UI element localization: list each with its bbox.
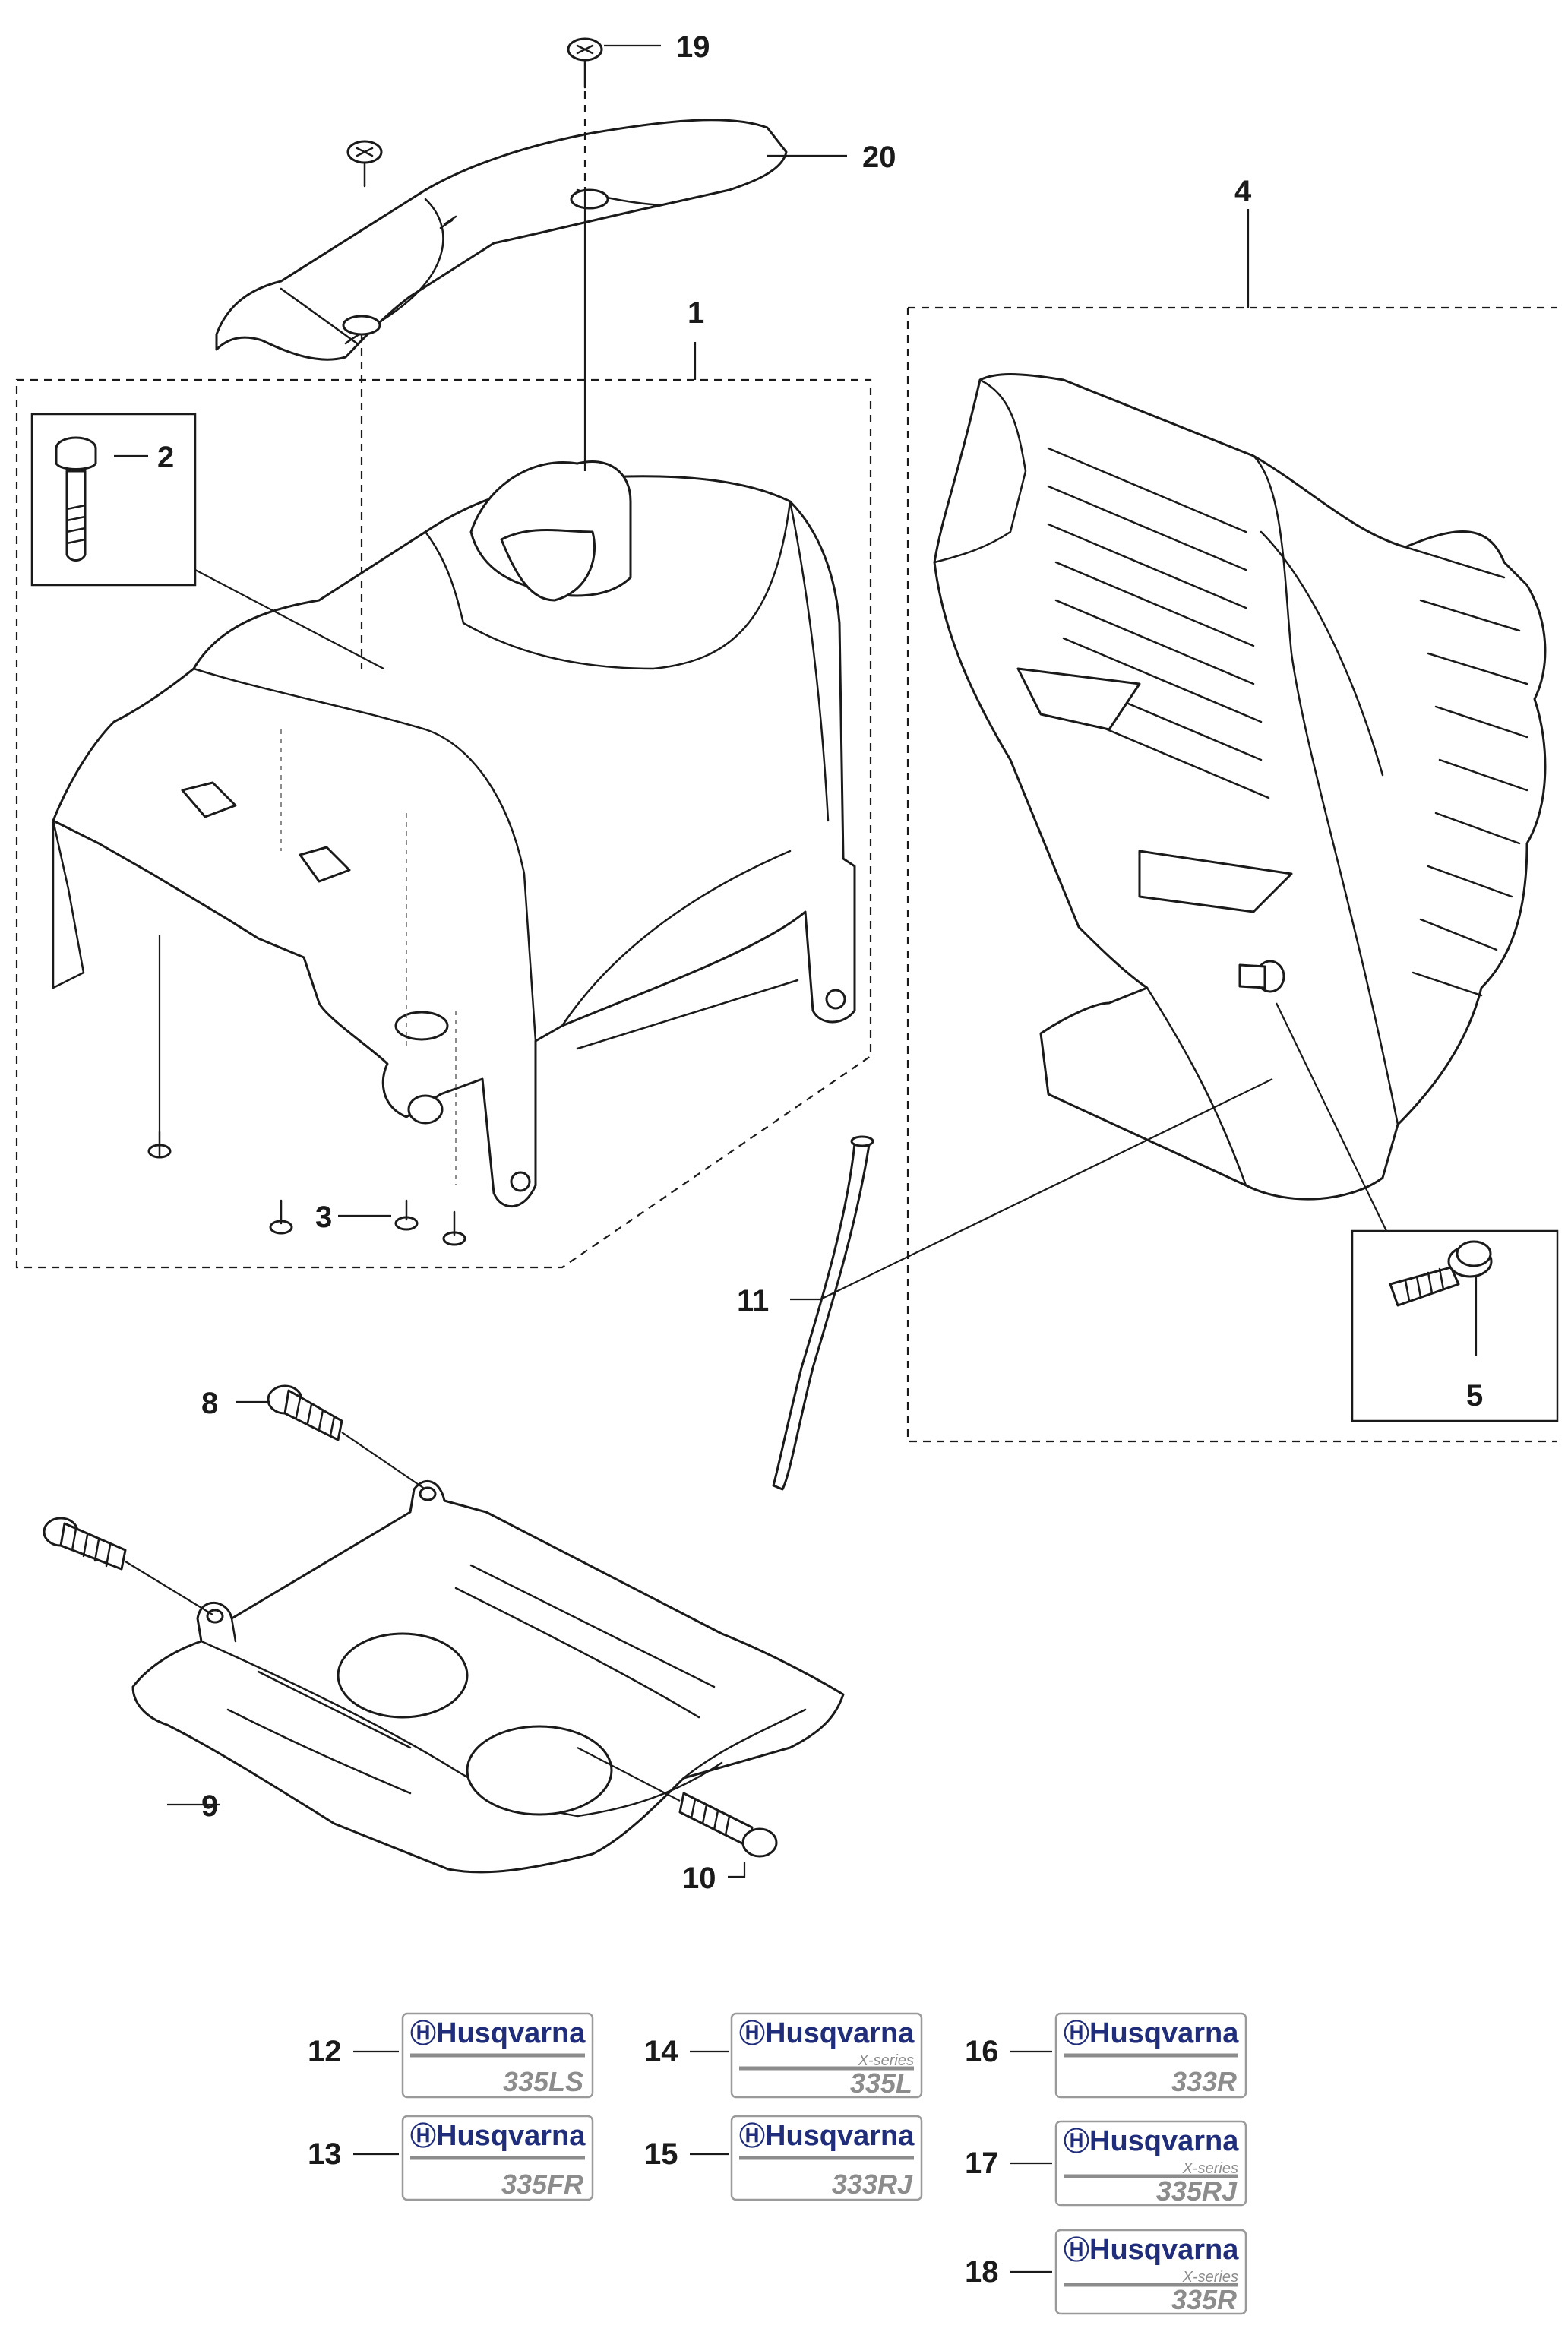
decal-brand: Husqvarna [436,2120,586,2152]
decal-model: 335L [850,2068,912,2099]
decal-brand: Husqvarna [765,2120,915,2152]
decal-12: Ⓗ Husqvarna 335LS [401,2012,594,2099]
part-11-rubber-strip [772,1135,874,1491]
decal-17: Ⓗ Husqvarna X-series 335RJ [1054,2120,1247,2207]
husqvarna-crown-icon: Ⓗ [739,2020,765,2049]
husqvarna-crown-icon: Ⓗ [410,2122,436,2151]
callout-11: 11 [737,1284,769,1318]
callout-9: 9 [201,1789,218,1823]
part-19-screw [567,37,603,194]
decal-brand: Husqvarna [1089,2234,1239,2266]
callout-14: 14 [644,2035,678,2068]
decal-model: 333R [1171,2066,1237,2097]
part-19-screw-2 [346,140,383,188]
husqvarna-crown-icon: Ⓗ [1064,2128,1089,2156]
decal-model: 335RJ [1156,2175,1238,2207]
callout-19: 19 [676,30,710,64]
decal-series: X-series [1182,2160,1238,2177]
part-8-bolt [267,1384,343,1441]
part-2-screw [55,436,97,562]
callout-20: 20 [862,141,896,174]
part-1-group-outline [15,378,872,1269]
callout-18: 18 [965,2255,999,2289]
decal-series: X-series [858,2052,914,2069]
decal-model: 335R [1171,2284,1237,2315]
callout-13: 13 [308,2137,342,2171]
husqvarna-crown-icon: Ⓗ [1064,2020,1089,2049]
decal-model: 335FR [501,2169,583,2200]
callout-8: 8 [201,1387,218,1420]
decal-brand: Husqvarna [436,2017,586,2049]
callout-17: 17 [965,2147,999,2180]
husqvarna-crown-icon: Ⓗ [1064,2236,1089,2265]
part-10-bolt [678,1792,778,1858]
part-20-cover-strip [215,119,788,361]
part-8-bolt-2 [43,1517,127,1571]
husqvarna-crown-icon: Ⓗ [410,2020,436,2049]
decal-14: Ⓗ Husqvarna X-series 335L [730,2012,923,2099]
decal-series: X-series [1182,2269,1238,2286]
callout-3: 3 [315,1201,332,1234]
husqvarna-crown-icon: Ⓗ [739,2122,765,2151]
decal-13: Ⓗ Husqvarna 335FR [401,2115,594,2201]
part-5-detail-box [1351,1229,1559,1422]
part-4-group-outline [906,306,1557,1443]
part-2-detail-box [30,413,197,587]
part-1-engine-cover [52,460,856,1207]
part-4-fan-housing [933,373,1547,1201]
decal-brand: Husqvarna [765,2017,915,2049]
decal-brand: Husqvarna [1089,2125,1239,2157]
part-3-screw [147,1131,466,1246]
callout-2: 2 [157,441,174,474]
decal-18: Ⓗ Husqvarna X-series 335R [1054,2229,1247,2315]
callout-4: 4 [1234,175,1252,208]
decal-15: Ⓗ Husqvarna 333RJ [730,2115,923,2201]
decal-brand: Husqvarna [1089,2017,1239,2049]
decal-model: 335LS [503,2066,583,2097]
decal-16: Ⓗ Husqvarna 333R [1054,2012,1247,2099]
callout-12: 12 [308,2035,342,2068]
callout-5: 5 [1466,1379,1483,1413]
callout-10: 10 [682,1862,716,1895]
part-9-skid-plate [131,1479,845,1874]
part-5-bolt [1389,1240,1493,1307]
decal-model: 333RJ [832,2169,913,2200]
callout-1: 1 [688,296,704,330]
callout-16: 16 [965,2035,999,2068]
callout-15: 15 [644,2137,678,2171]
